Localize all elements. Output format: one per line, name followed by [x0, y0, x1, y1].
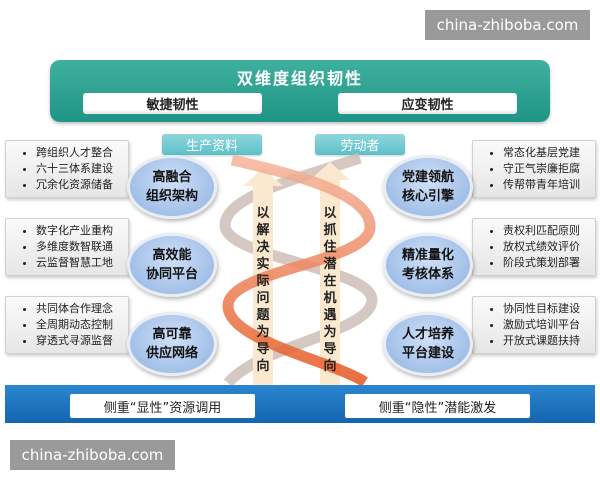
left-ellipse-3: 高可靠供应网络: [127, 312, 217, 376]
right-ellipse-2: 精准量化考核体系: [383, 233, 473, 297]
agile-resilience-label: 敏捷韧性: [83, 93, 262, 114]
implicit-potential-label: 侧重“隐性”潜能激发: [345, 394, 530, 418]
right-box-3: 协同性目标建设 激励式培训平台 开放式课题扶持: [472, 296, 596, 354]
list-item: 激励式培训平台: [503, 317, 595, 333]
adaptive-resilience-label: 应变韧性: [338, 93, 517, 114]
list-item: 责权利匹配原则: [503, 223, 595, 239]
ellipse-line: 精准量化: [401, 248, 454, 263]
left-ellipse-2: 高效能协同平台: [127, 233, 217, 297]
list-item: 放权式绩效评价: [503, 239, 595, 255]
watermark-top: china-zhiboba.com: [425, 10, 590, 40]
list-item: 穿透式寻源监督: [36, 333, 128, 349]
ellipse-line: 组织架构: [145, 189, 198, 204]
explicit-resources-label: 侧重“显性”资源调用: [70, 394, 255, 418]
list-item: 守正气崇廉拒腐: [503, 161, 595, 177]
ellipse-line: 人才培养: [401, 327, 454, 342]
tag-production-resources: 生产资料: [162, 134, 262, 155]
left-box-2: 数字化产业重构 多维度数智联通 云监督智慧工地: [5, 218, 129, 276]
ellipse-line: 高融合: [152, 170, 192, 185]
arrow-right-text: 以抓住潜在机遇为导向: [323, 206, 337, 374]
ellipse-line: 协同平台: [145, 267, 198, 282]
list-item: 全周期动态控制: [36, 317, 128, 333]
list-item: 协同性目标建设: [503, 301, 595, 317]
list-item: 常态化基层党建: [503, 145, 595, 161]
right-ellipse-1: 党建领航核心引擎: [383, 155, 473, 219]
list-item: 跨组织人才整合: [36, 145, 128, 161]
ellipse-line: 考核体系: [401, 267, 454, 282]
ellipse-line: 供应网络: [145, 346, 198, 361]
list-item: 云监督智慧工地: [36, 255, 128, 271]
diagram-title: 双维度组织韧性: [236, 69, 363, 88]
helix-orange-strand: [222, 154, 376, 387]
right-ellipse-3: 人才培养平台建设: [383, 312, 473, 376]
left-box-1: 跨组织人才整合 六十三体系建设 冗余化资源储备: [5, 140, 129, 198]
tag-workers: 劳动者: [315, 134, 405, 155]
up-arrow-right: [310, 162, 350, 385]
right-box-1: 常态化基层党建 守正气崇廉拒腐 传帮带青年培训: [472, 140, 596, 198]
left-ellipse-1: 高融合组织架构: [127, 155, 217, 219]
left-box-3: 共同体合作理念 全周期动态控制 穿透式寻源监督: [5, 296, 129, 354]
arrow-left-text: 以解决实际问题为导向: [256, 206, 270, 374]
right-box-2: 责权利匹配原则 放权式绩效评价 阶段式策划部署: [472, 218, 596, 276]
top-banner: 双维度组织韧性 敏捷韧性 应变韧性: [50, 60, 550, 122]
list-item: 多维度数智联通: [36, 239, 128, 255]
ellipse-line: 党建领航: [401, 170, 454, 185]
list-item: 六十三体系建设: [36, 161, 128, 177]
list-item: 冗余化资源储备: [36, 177, 128, 193]
list-item: 传帮带青年培训: [503, 177, 595, 193]
list-item: 共同体合作理念: [36, 301, 128, 317]
list-item: 阶段式策划部署: [503, 255, 595, 271]
bottom-bar: 侧重“显性”资源调用 侧重“隐性”潜能激发: [5, 385, 595, 423]
watermark-bottom: china-zhiboba.com: [10, 440, 175, 470]
ellipse-line: 高效能: [152, 248, 192, 263]
ellipse-line: 高可靠: [152, 327, 192, 342]
list-item: 数字化产业重构: [36, 223, 128, 239]
ellipse-line: 平台建设: [401, 346, 454, 361]
ellipse-line: 核心引擎: [401, 189, 454, 204]
list-item: 开放式课题扶持: [503, 333, 595, 349]
